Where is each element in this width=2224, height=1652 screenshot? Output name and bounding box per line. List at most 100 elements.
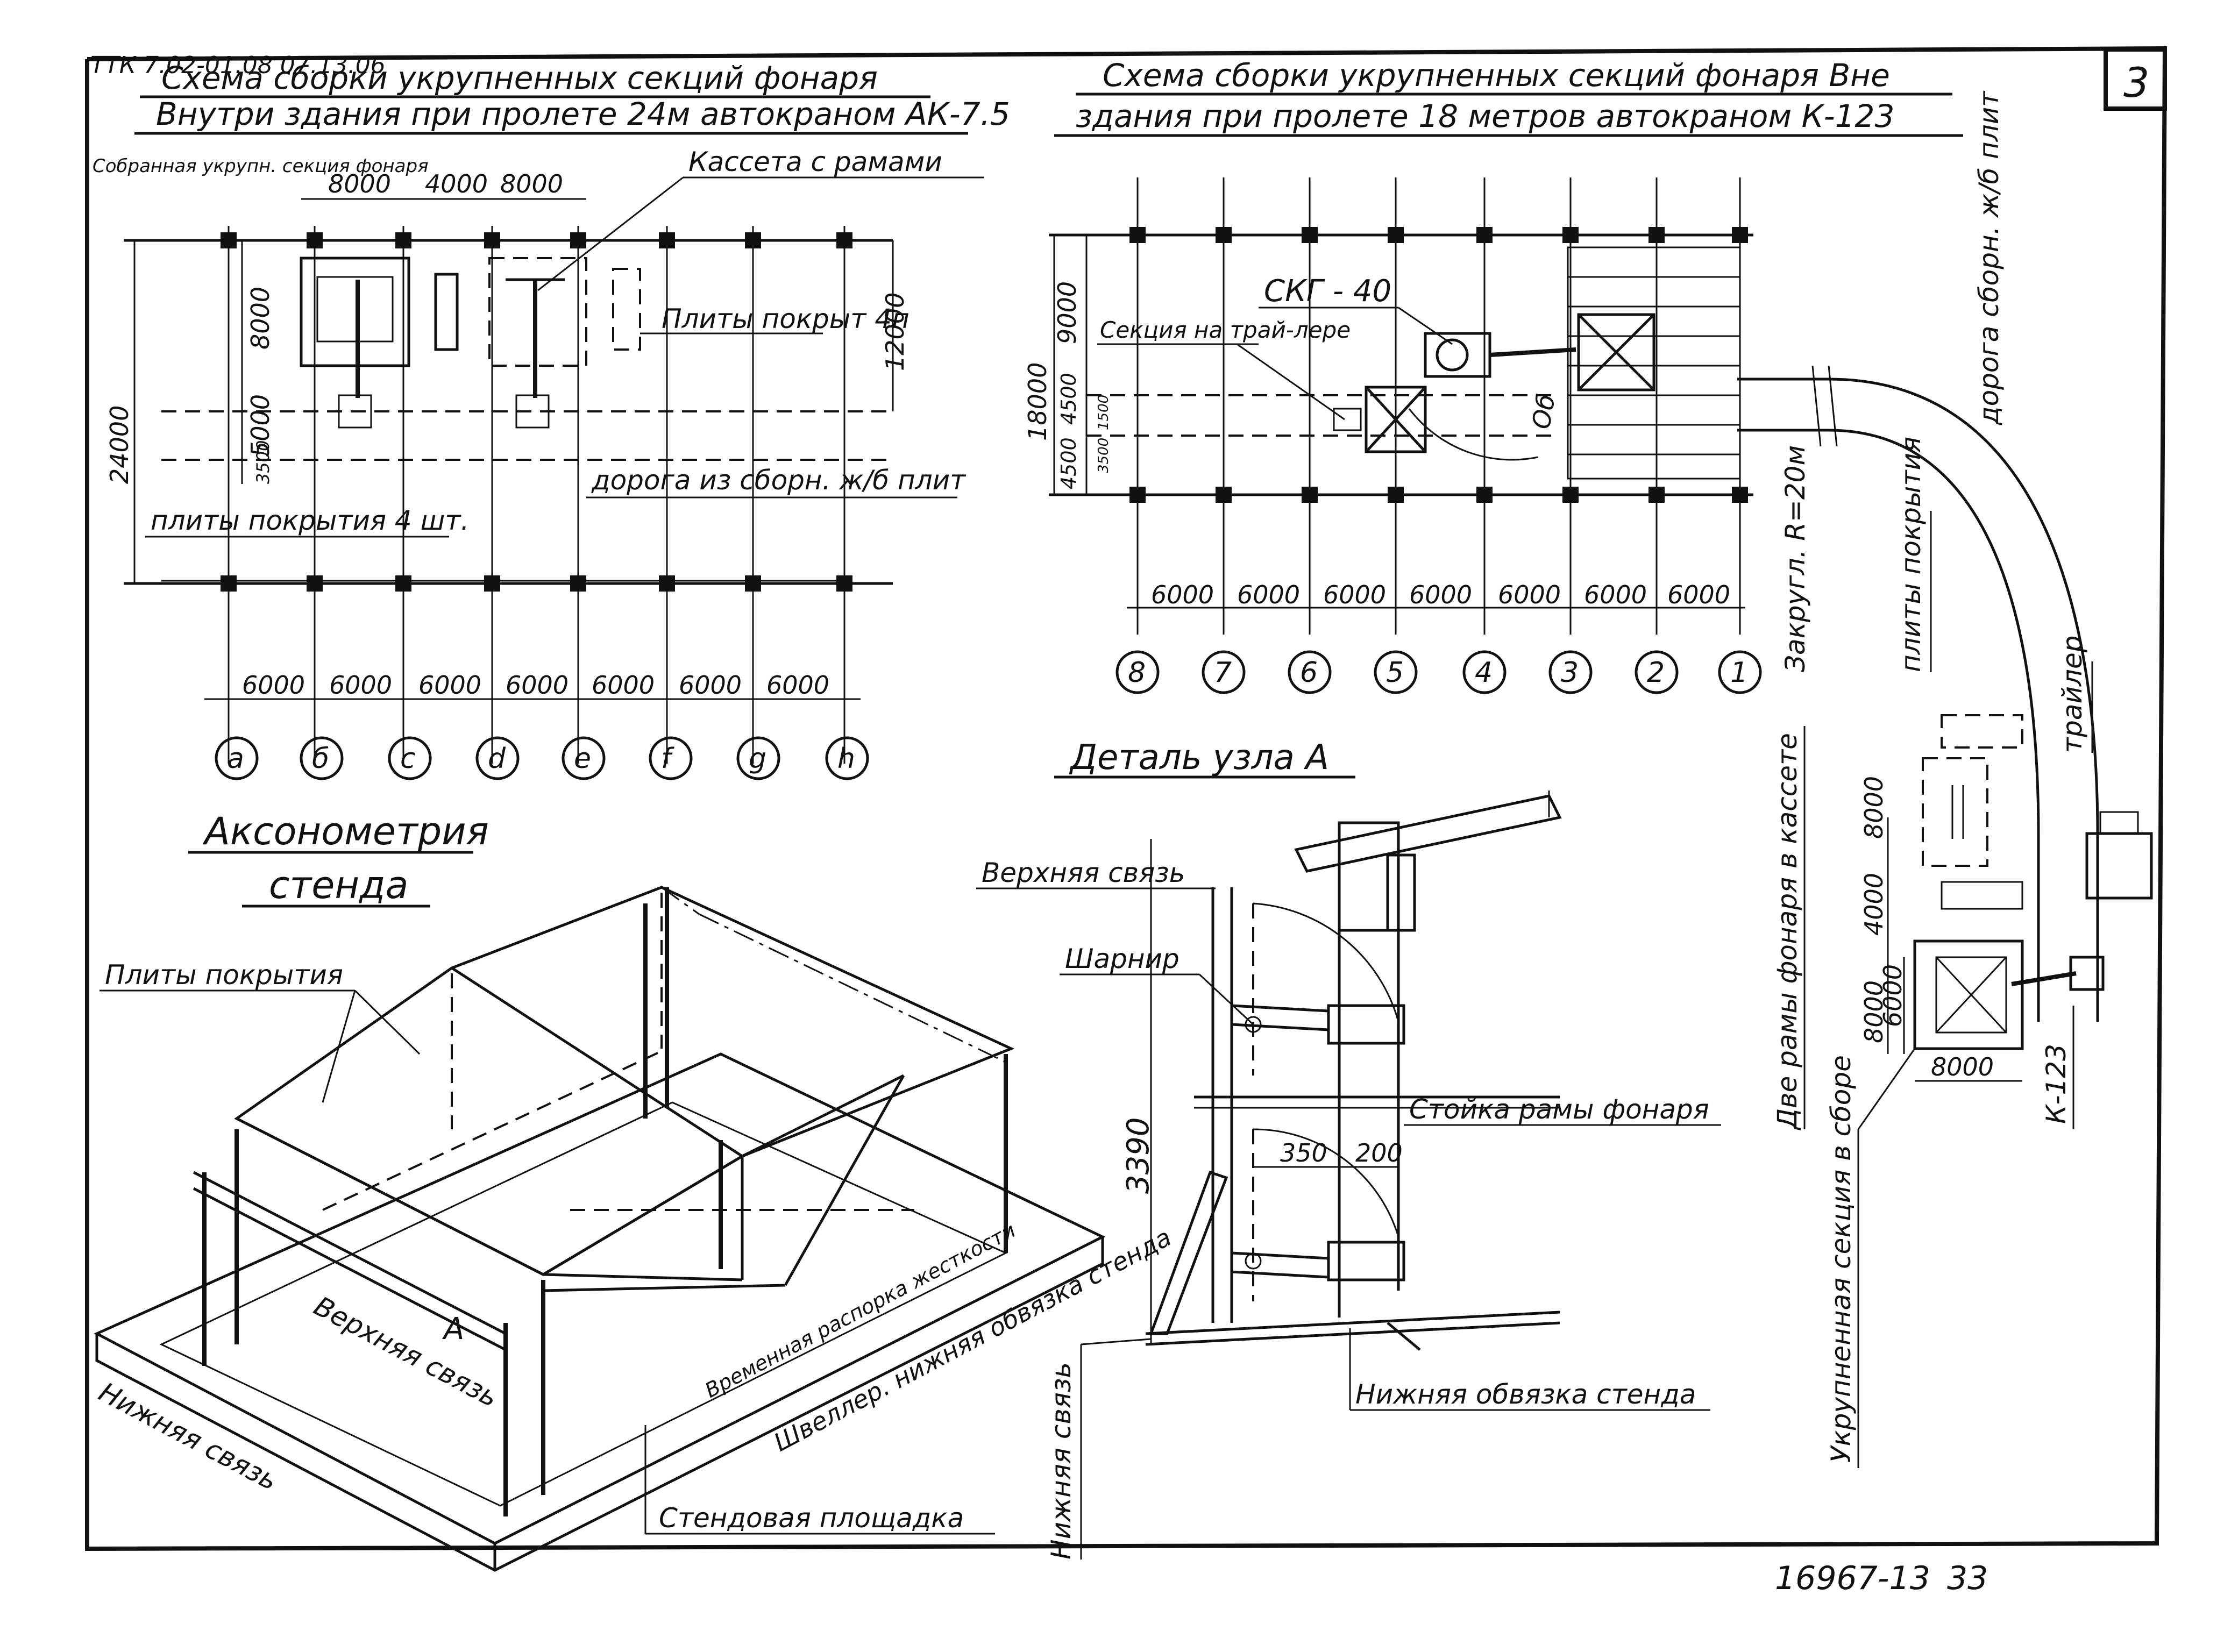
label-roof-slabs-right: плиты покрытия — [1895, 437, 1927, 672]
right-bottom-dims: 6000 6000 6000 6000 6000 6000 6000 — [1151, 580, 1730, 609]
svg-text:a: a — [227, 743, 244, 775]
svg-text:6000: 6000 — [1151, 580, 1214, 609]
left-plan-title-2: Внутри здания при пролете 24м автокраном… — [156, 96, 1010, 132]
svg-text:6000: 6000 — [506, 671, 569, 700]
svg-text:2: 2 — [1647, 657, 1665, 689]
svg-text:б: б — [312, 743, 329, 775]
label-axo-node-a: А — [442, 1312, 464, 1347]
svg-text:8000: 8000 — [1931, 1052, 1994, 1081]
label-roof-slabs-4p: Плиты покрыт 4п — [662, 303, 910, 334]
svg-text:f: f — [661, 743, 674, 775]
left-plan-columns — [221, 232, 852, 592]
label-axo-roof-slabs: Плиты покрытия — [105, 959, 343, 991]
label-axo-platform: Стендовая площадка — [659, 1503, 964, 1534]
left-dim-1: 8000 — [246, 287, 275, 350]
svg-text:6000: 6000 — [242, 671, 305, 700]
label-axo-lower-tie: Нижняя связь — [94, 1376, 282, 1496]
svg-text:6000: 6000 — [329, 671, 392, 700]
label-slabs-4: плиты покрытия 4 шт. — [151, 505, 469, 536]
inset-plan: 8000 4000 8000 6000 8000 — [1859, 714, 2153, 1082]
svg-text:6000: 6000 — [418, 671, 481, 700]
axonometry-title-1: Аксонометрия — [202, 809, 489, 853]
sheet-frame — [85, 46, 2168, 1551]
label-crane-k123: К-123 — [2041, 1044, 2072, 1124]
svg-text:8: 8 — [1128, 657, 1146, 689]
svg-text:4000: 4000 — [1859, 873, 1888, 936]
detail-dim-200: 200 — [1355, 1138, 1403, 1167]
detail-label-hinge: Шарнир — [1065, 943, 1179, 974]
radius-mark: Об — [1526, 392, 1561, 431]
left-dim-2: 5000 — [246, 394, 275, 457]
svg-text:6: 6 — [1300, 657, 1318, 689]
left-bottom-dims: 6000 6000 6000 6000 6000 6000 6000 — [242, 671, 829, 700]
label-road: дорога из сборн. ж/б плит — [591, 465, 967, 496]
svg-text:8000: 8000 — [1859, 776, 1888, 839]
detail-height-dim: 3390 — [1121, 1117, 1156, 1194]
label-section-trailer: Секция на трай-лере — [1100, 317, 1351, 343]
svg-text:3: 3 — [1561, 657, 1579, 689]
drawing-number: 16967-13 — [1775, 1560, 1930, 1597]
left-plan-title-1: Схема сборки укрупненных секций фонаря — [161, 60, 878, 96]
svg-text:6000: 6000 — [1584, 580, 1647, 609]
label-two-frames: Две рамы фонаря в кассете — [1772, 733, 1803, 1130]
detail-label-upper-tie: Верхняя связь — [982, 857, 1185, 888]
right-axis-bubbles: 8 7 6 5 4 3 2 1 — [1115, 650, 1762, 694]
svg-text:c: c — [400, 743, 416, 775]
detail-a: Деталь узла А 3390 350 200 Верхняя свя — [976, 738, 1721, 1560]
label-cassette: Кассета с рамами — [688, 146, 942, 177]
label-crane-skg40: СКГ - 40 — [1264, 274, 1391, 309]
right-small-dim-1: 1500 — [1096, 395, 1112, 430]
svg-text:8000: 8000 — [1859, 980, 1888, 1043]
svg-text:7: 7 — [1214, 657, 1232, 689]
left-plan: Схема сборки укрупненных секций фонаря В… — [93, 60, 1010, 780]
sheet-number: 3 — [2123, 59, 2149, 106]
svg-text:6000: 6000 — [766, 671, 829, 700]
svg-text:h: h — [837, 743, 855, 775]
page-number: 33 — [1947, 1560, 1988, 1597]
left-right-dim: 12000 — [880, 293, 910, 371]
svg-text:6000: 6000 — [679, 671, 742, 700]
svg-text:6000: 6000 — [1878, 964, 1907, 1027]
svg-text:e: e — [574, 743, 591, 775]
right-plan-title-2: здания при пролете 18 метров автокраном … — [1076, 98, 1894, 134]
detail-title: Деталь узла А — [1069, 738, 1329, 778]
right-plan-columns — [1129, 227, 1748, 503]
detail-label-lower-tie: Нижняя связь — [1046, 1362, 1077, 1560]
right-plan-title-1: Схема сборки укрупненных секций фонаря В… — [1103, 57, 1890, 94]
svg-text:d: d — [488, 743, 506, 775]
label-curve-radius: Закругл. R=20м — [1780, 445, 1811, 672]
detail-label-post: Стойка рамы фонаря — [1409, 1094, 1709, 1125]
left-top-dim-3: 8000 — [500, 169, 563, 198]
svg-text:g: g — [749, 743, 766, 775]
svg-text:1: 1 — [1730, 657, 1748, 689]
left-top-dim-2: 4000 — [425, 169, 488, 198]
label-axo-upper-tie: Верхняя связь — [309, 1290, 503, 1413]
svg-text:6000: 6000 — [1498, 580, 1561, 609]
label-road-vertical: дорога сборн. ж/б плит — [1973, 90, 2005, 425]
left-axis-bubbles: a б c d e f g h — [215, 736, 869, 780]
svg-text:6000: 6000 — [1323, 580, 1386, 609]
right-dim-1: 9000 — [1053, 281, 1082, 344]
right-dim-2: 4500 — [1057, 373, 1081, 425]
svg-text:4: 4 — [1475, 657, 1493, 689]
curved-road — [1737, 365, 2099, 1022]
label-axo-temp-brace: Временная распорка жесткости — [701, 1218, 1020, 1402]
left-dim-3: 3500 — [253, 440, 273, 484]
svg-text:5: 5 — [1386, 657, 1404, 689]
right-small-dim-2: 3500 — [1096, 438, 1112, 473]
svg-text:6000: 6000 — [1237, 580, 1300, 609]
label-enlarged-section: Укрупненная секция в сборе — [1825, 1055, 1857, 1463]
axonometry-title-2: стенда — [269, 863, 408, 907]
left-top-dim-1: 8000 — [328, 169, 391, 198]
right-dim-3: 4500 — [1057, 437, 1081, 489]
label-trailer: трайлер — [2057, 636, 2088, 753]
axonometry: Аксонометрия стенда — [94, 809, 1176, 1572]
right-overall-dim: 18000 — [1023, 362, 1052, 441]
svg-text:6000: 6000 — [1667, 580, 1730, 609]
detail-dim-350: 350 — [1280, 1138, 1327, 1167]
svg-text:6000: 6000 — [592, 671, 655, 700]
label-assembled-section: Собранная укрупн. секция фонаря — [93, 155, 429, 177]
svg-text:6000: 6000 — [1409, 580, 1472, 609]
detail-label-bottom-frame: Нижняя обвязка стенда — [1355, 1379, 1696, 1410]
